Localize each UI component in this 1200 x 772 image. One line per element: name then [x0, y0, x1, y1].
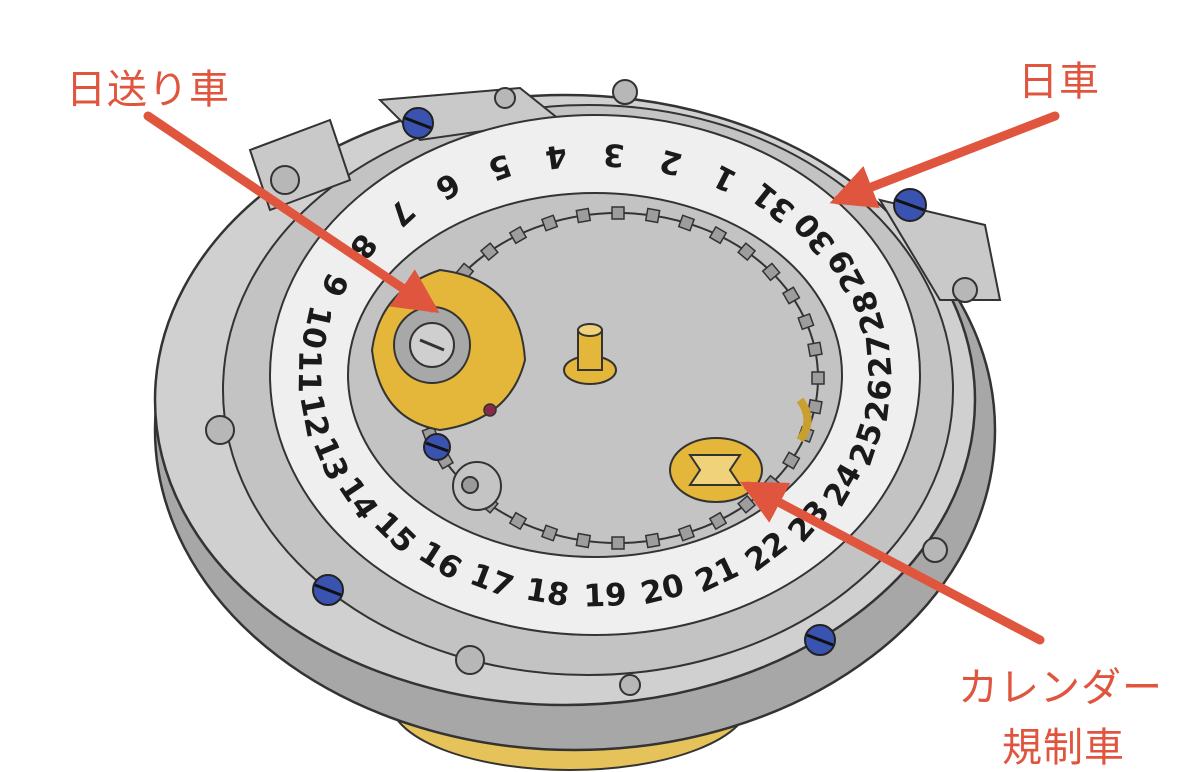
screw-center-left [423, 433, 451, 461]
jewel-hole-7 [619, 674, 641, 696]
date-number-11: 11 [291, 350, 328, 394]
jewel-hole-1 [270, 165, 300, 195]
ring-tooth [811, 371, 825, 385]
ring-tooth [807, 398, 823, 415]
jewel-hole-8 [922, 537, 948, 563]
ring-tooth [807, 341, 823, 358]
date-number-18: 18 [523, 572, 572, 615]
calendar-regulator-wheel [669, 437, 763, 503]
label-date-driving-wheel: 日送り車 [66, 67, 230, 113]
screw-bottom-right [804, 624, 836, 656]
jewel-hole-5 [205, 415, 235, 445]
screw-top-left [402, 107, 434, 139]
right-bridge [877, 198, 1002, 301]
ring-tooth [575, 207, 592, 224]
ring-tooth [781, 451, 801, 470]
pinion-lower [452, 461, 502, 511]
ring-tooth [540, 214, 559, 232]
label-calendar-regulator-line1: カレンダー [958, 665, 1163, 711]
ring-tooth [540, 524, 559, 542]
arrow-calendar-regulator [740, 481, 1045, 645]
label-date-wheel: 日車 [1018, 59, 1100, 105]
label-calendar-regulator-line2: 規制車 [1002, 725, 1125, 771]
ring-tooth [797, 312, 815, 331]
date-number-19: 19 [583, 577, 627, 614]
date-number-27: 27 [860, 333, 900, 379]
jewel-hole-3 [612, 79, 638, 105]
ring-tooth [611, 206, 625, 220]
screw-left-bottom [312, 574, 344, 606]
ring-tooth [781, 286, 801, 305]
ring-tooth [737, 242, 757, 262]
center-post [563, 323, 617, 385]
gold-edge-gear [796, 397, 812, 443]
ring-tooth [708, 511, 728, 531]
ring-tooth [708, 225, 728, 245]
ring-tooth [611, 536, 625, 550]
date-number-3: 3 [602, 136, 626, 173]
ring-tooth [644, 207, 661, 224]
date-number-12: 12 [292, 392, 335, 441]
screw-right [893, 188, 927, 222]
date-number-26: 26 [859, 377, 900, 424]
ring-tooth [677, 524, 696, 542]
ring-tooth [479, 242, 499, 262]
arrow-date-driving-wheel [143, 111, 440, 314]
ring-tooth [508, 511, 528, 531]
ring-tooth [575, 532, 592, 549]
date-ring [268, 114, 922, 636]
jewel-hole-4 [952, 277, 978, 303]
ring-tooth [508, 225, 528, 245]
ring-tooth [761, 262, 781, 282]
ring-tooth [677, 214, 696, 232]
ring-tooth [644, 532, 661, 549]
date-number-4: 4 [543, 137, 569, 176]
arrow-date-wheel [829, 111, 1060, 208]
jewel-hole-2 [494, 87, 516, 109]
jewel-hole-6 [455, 645, 485, 675]
